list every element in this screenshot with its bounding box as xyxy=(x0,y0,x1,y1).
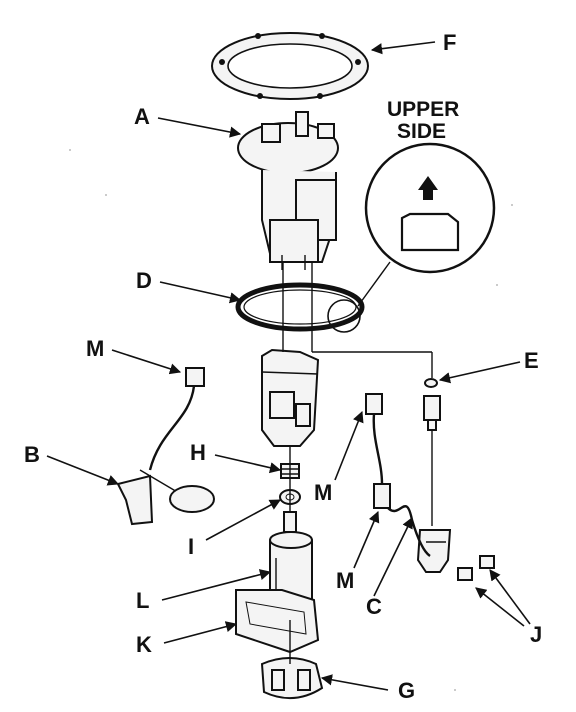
callout-d: D xyxy=(136,268,152,293)
assembly-axis xyxy=(282,262,433,664)
callout-m2: M xyxy=(314,480,332,505)
leader-lines xyxy=(46,41,531,691)
leader-j1 xyxy=(489,569,531,625)
callout-m3: M xyxy=(336,568,354,593)
leader-m2 xyxy=(334,410,364,481)
pump-holder-upper xyxy=(261,348,320,447)
regulator-holder-c xyxy=(416,529,452,573)
callout-l: L xyxy=(136,588,149,613)
callout-k: K xyxy=(136,632,152,657)
holder-g xyxy=(260,657,324,699)
callout-e: E xyxy=(524,348,539,373)
callout-b: B xyxy=(24,442,40,467)
strainer-k xyxy=(235,589,320,654)
sending-unit-b xyxy=(116,469,215,526)
leader-e xyxy=(438,361,521,384)
up-arrow-icon xyxy=(418,176,438,200)
callout-j: J xyxy=(530,622,542,647)
leader-c xyxy=(373,516,413,597)
leader-i xyxy=(205,499,281,541)
callout-m1: M xyxy=(86,336,104,361)
leader-a xyxy=(157,117,242,138)
harness-left xyxy=(148,367,205,471)
callout-c: C xyxy=(366,594,382,619)
leader-b xyxy=(46,455,120,486)
leader-k xyxy=(163,621,238,644)
note-side: SIDE xyxy=(397,120,446,143)
note-upper: UPPER xyxy=(387,98,459,121)
leader-h xyxy=(214,454,282,474)
leader-j2 xyxy=(475,587,525,627)
o-ring-d xyxy=(235,282,365,332)
callout-h: H xyxy=(190,440,206,465)
callout-a: A xyxy=(134,104,150,129)
leader-d xyxy=(159,281,242,304)
leader-f xyxy=(370,41,436,55)
callout-g: G xyxy=(398,678,415,703)
leader-m3 xyxy=(353,510,380,569)
scan-speckles xyxy=(69,149,513,691)
clips-j xyxy=(457,555,495,581)
leader-l xyxy=(161,569,272,601)
callout-f: F xyxy=(443,30,456,55)
gasket-f xyxy=(211,32,369,100)
callout-i: I xyxy=(188,534,194,559)
callout-labels: F A D E M B H M I M L C K J G xyxy=(24,30,542,703)
pressure-regulator-e xyxy=(423,378,441,526)
upper-side-detail xyxy=(327,142,496,333)
upper-side-note: UPPER SIDE xyxy=(387,98,459,143)
leader-g xyxy=(320,674,389,691)
fuel-pump-unit-a xyxy=(237,111,339,270)
leader-m1 xyxy=(111,349,182,375)
